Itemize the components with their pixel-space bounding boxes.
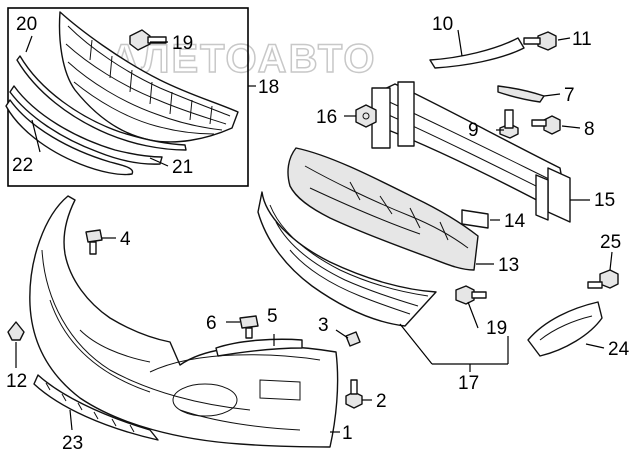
upper-grille [58,11,239,143]
grille-molding-lower [5,99,134,176]
callout-17: 17 [458,373,479,394]
callout-3: 3 [318,315,329,336]
callout-1: 1 [342,423,353,444]
callout-19-top: 19 [172,33,193,54]
callout-19-bottom: 19 [486,318,507,339]
grille-molding-upper [16,55,187,151]
bolt-25 [587,269,619,289]
bumper-reinforcement [371,81,571,223]
pad-14 [461,209,489,229]
leader-lines [15,29,613,433]
clip-6 [239,315,259,339]
fog-lamp-bezel [527,301,603,357]
energy-absorber [287,147,479,271]
bolt-9 [499,109,519,139]
callout-4: 4 [120,229,131,250]
callout-20: 20 [16,14,37,35]
callout-18: 18 [258,77,279,98]
callout-16: 16 [316,107,337,128]
callout-15: 15 [594,190,615,211]
bolt-11 [523,31,557,51]
bolt-8 [531,115,561,135]
lower-lip-strip [33,374,159,441]
callout-10: 10 [432,14,453,35]
callout-11: 11 [572,29,592,50]
bolt-19-bottom [455,285,487,305]
callout-8: 8 [584,119,595,140]
callout-6: 6 [206,313,217,334]
callout-21: 21 [172,157,193,178]
inset-frame [7,7,249,187]
callout-5: 5 [267,306,278,327]
bracket-7 [497,85,545,103]
grille-molding-middle [9,85,163,165]
clip-4 [85,229,103,255]
front-bumper-cover [29,195,339,448]
molding-5 [215,338,303,357]
callout-9: 9 [468,120,479,141]
callout-24: 24 [608,339,630,360]
callout-14: 14 [504,211,526,232]
lower-grille [257,191,437,327]
screw-19-top [129,29,167,51]
watermark-logo: АЛЕТОАВТО [110,37,376,81]
callout-12: 12 [6,371,27,392]
callout-25: 25 [600,232,621,253]
bracket-10 [429,37,525,69]
callout-22: 22 [12,155,33,176]
callout-23: 23 [62,433,83,454]
callout-13: 13 [498,255,519,276]
bolt-16 [355,104,377,128]
clip-3 [345,331,361,347]
clip-12 [7,321,25,341]
callout-2: 2 [376,391,387,412]
bolt-2 [345,379,363,409]
callout-labels: 1 2 3 4 5 6 7 8 9 10 11 12 13 14 15 16 1… [6,14,630,454]
callout-7: 7 [564,85,575,106]
